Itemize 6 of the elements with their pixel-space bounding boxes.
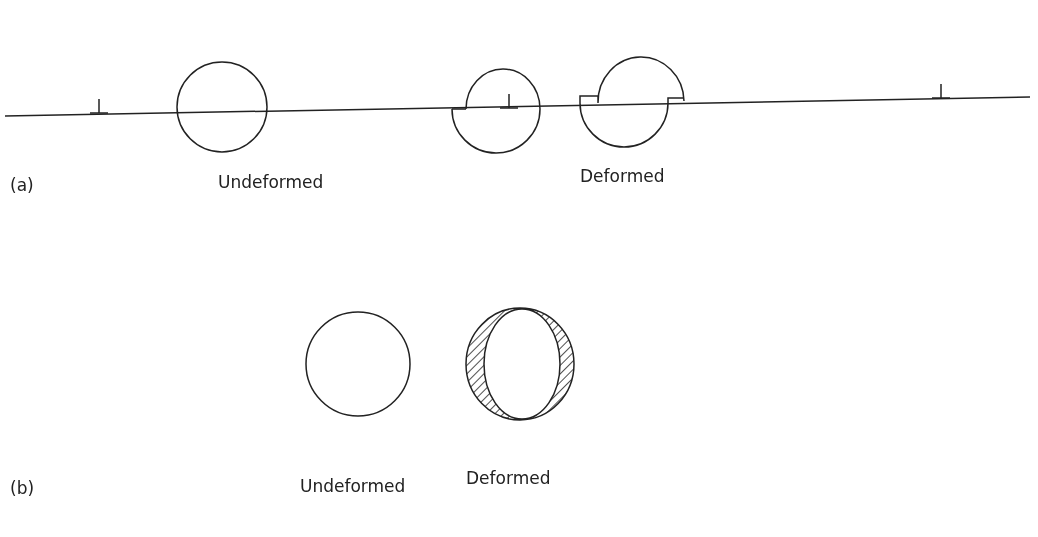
caption-label: Deformed [466, 468, 551, 488]
panel-label: (b) [10, 478, 35, 498]
caption-label: Deformed [580, 166, 665, 186]
panel-label: (a) [10, 175, 34, 195]
caption-label: Undeformed [218, 172, 324, 192]
caption-label: Undeformed [300, 476, 406, 496]
